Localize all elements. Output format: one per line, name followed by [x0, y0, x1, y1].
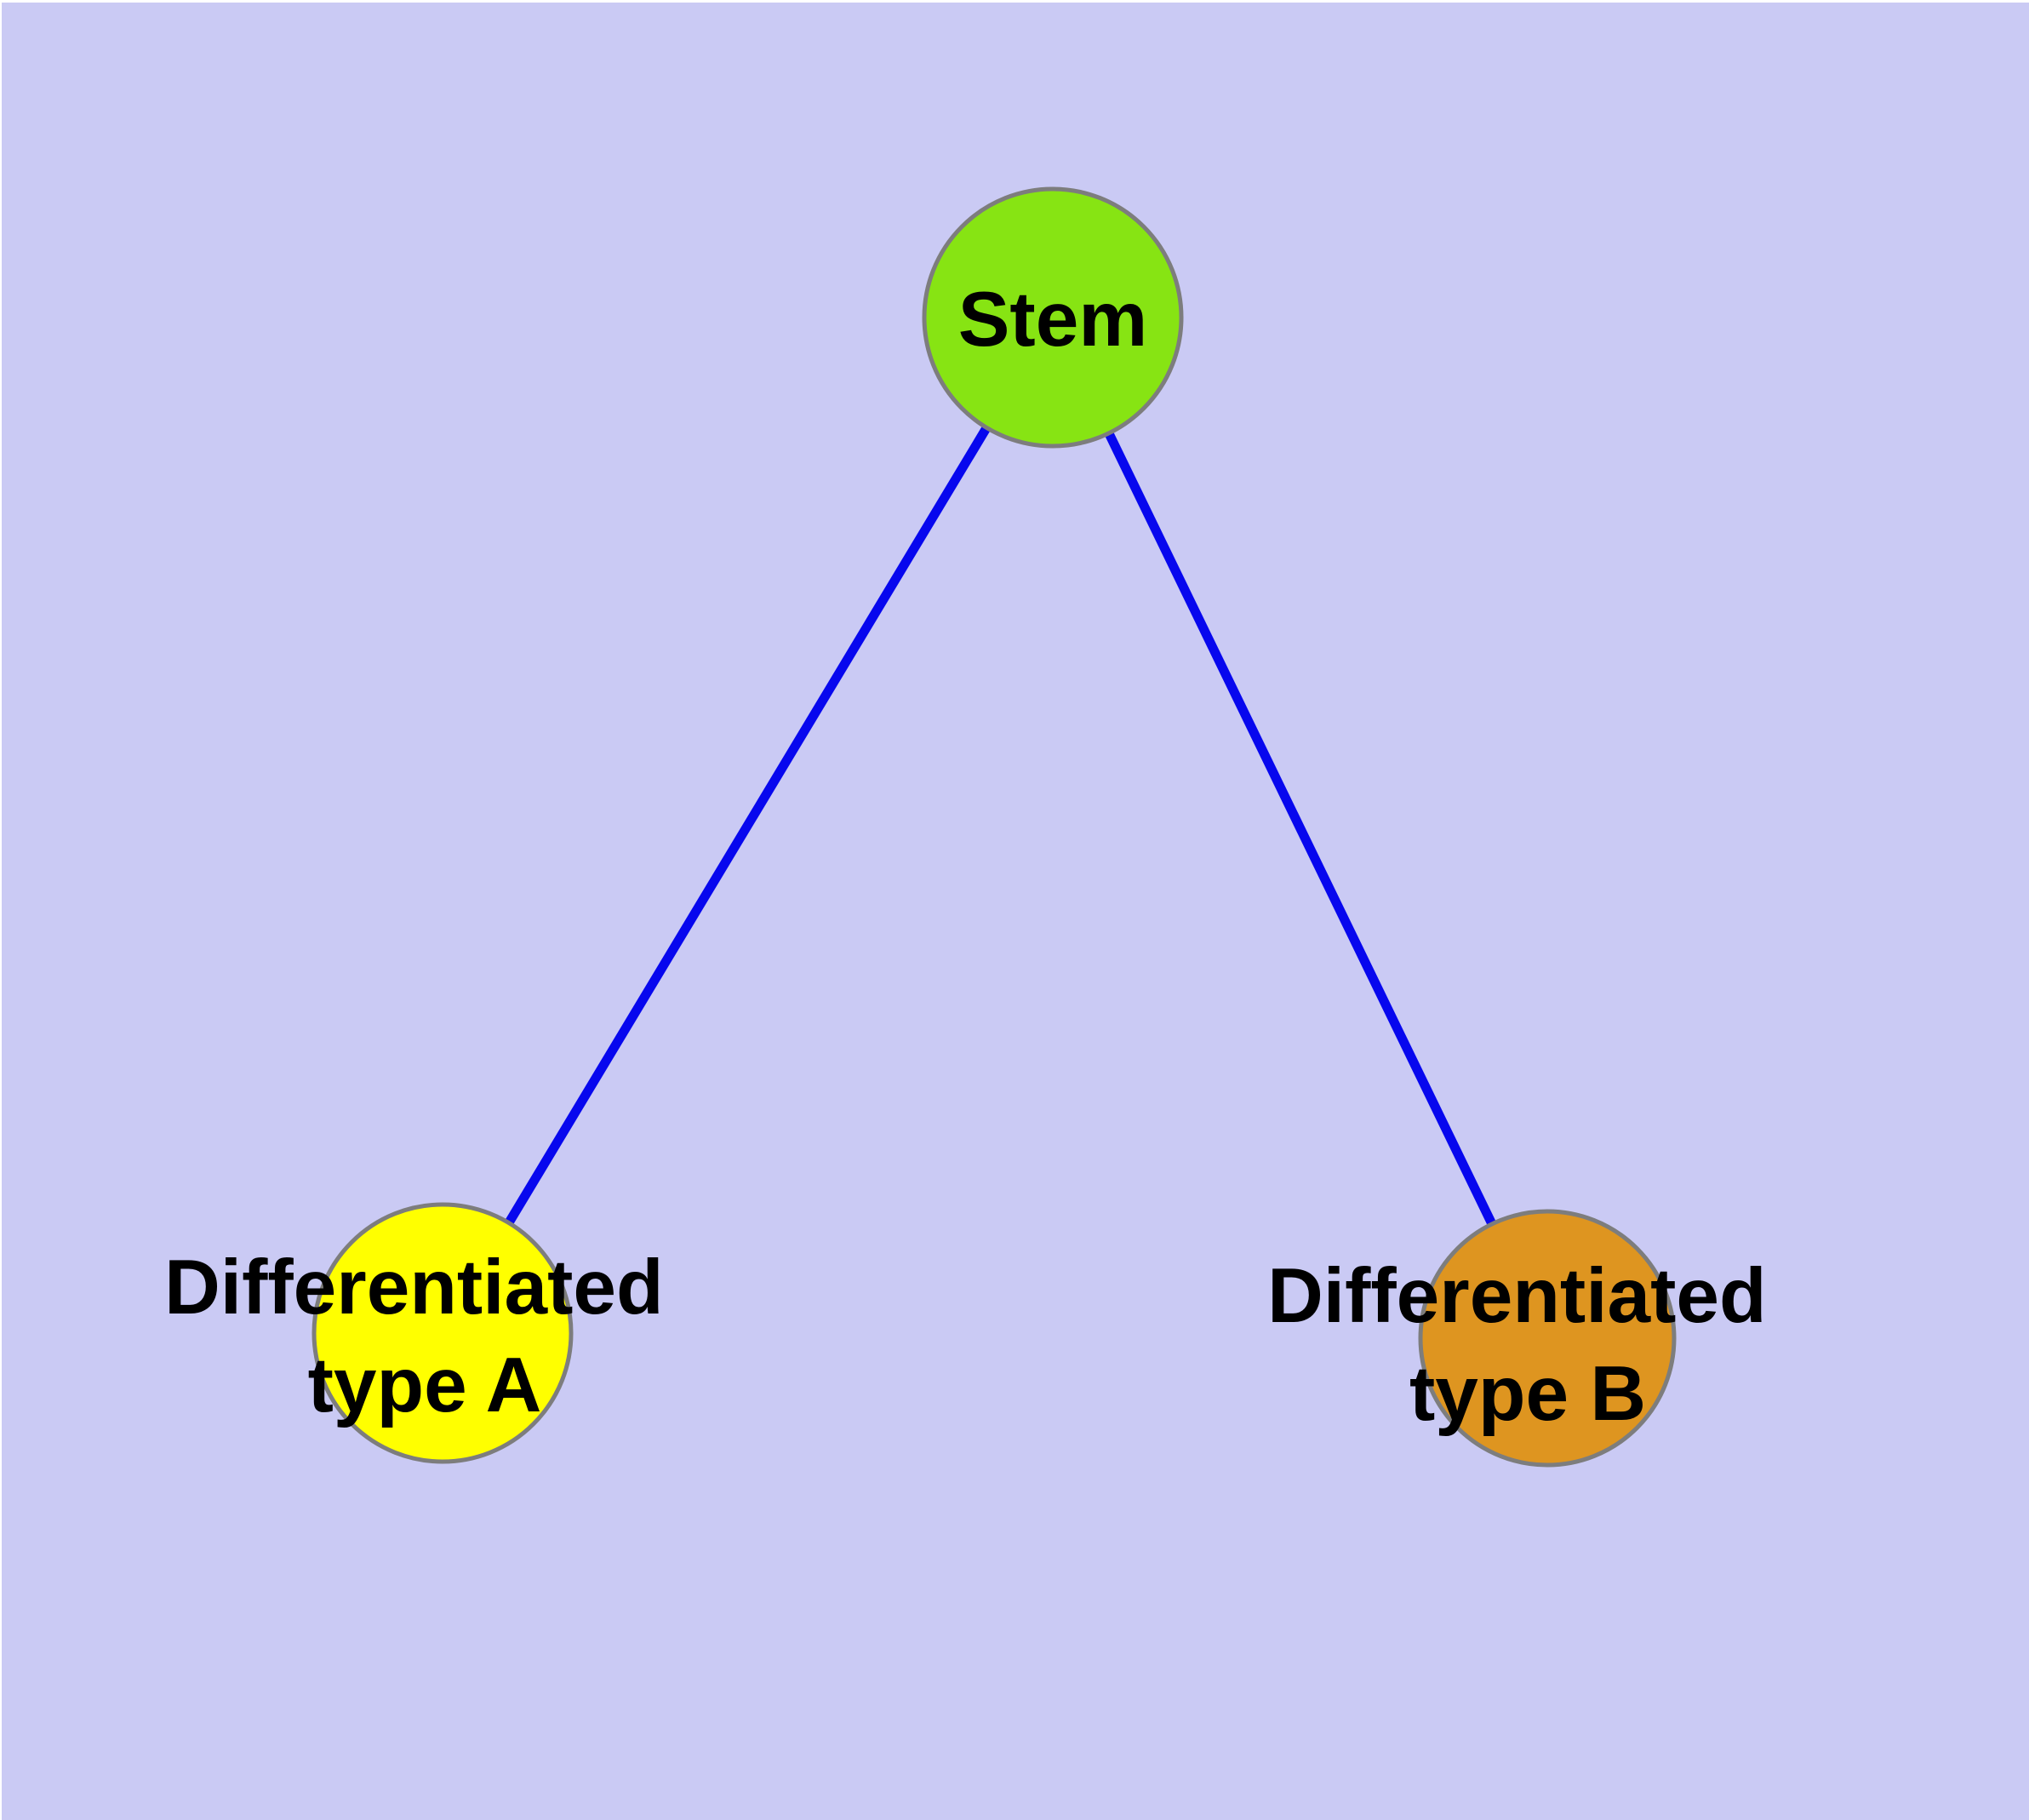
node-differentiated-type-a-label-line1: Differentiated — [164, 1245, 664, 1331]
node-stem-label: Stem — [958, 277, 1148, 363]
edge-stem-to-type-b — [1049, 315, 1552, 1341]
node-differentiated-type-a-label: Differentiated type A — [164, 1245, 685, 1428]
node-differentiated-type-b-label-line2: type B — [1409, 1351, 1646, 1437]
node-differentiated-type-a-circle — [311, 1202, 574, 1464]
node-differentiated-type-a-label-line2: type A — [308, 1342, 542, 1428]
edge-stem-to-type-a — [438, 315, 1057, 1336]
node-differentiated-type-b-circle — [1418, 1209, 1677, 1468]
node-stem-circle — [922, 186, 1184, 449]
node-differentiated-type-b-label-line1: Differentiated — [1267, 1253, 1767, 1339]
node-differentiated-type-b-label: Differentiated type B — [1267, 1253, 1788, 1437]
